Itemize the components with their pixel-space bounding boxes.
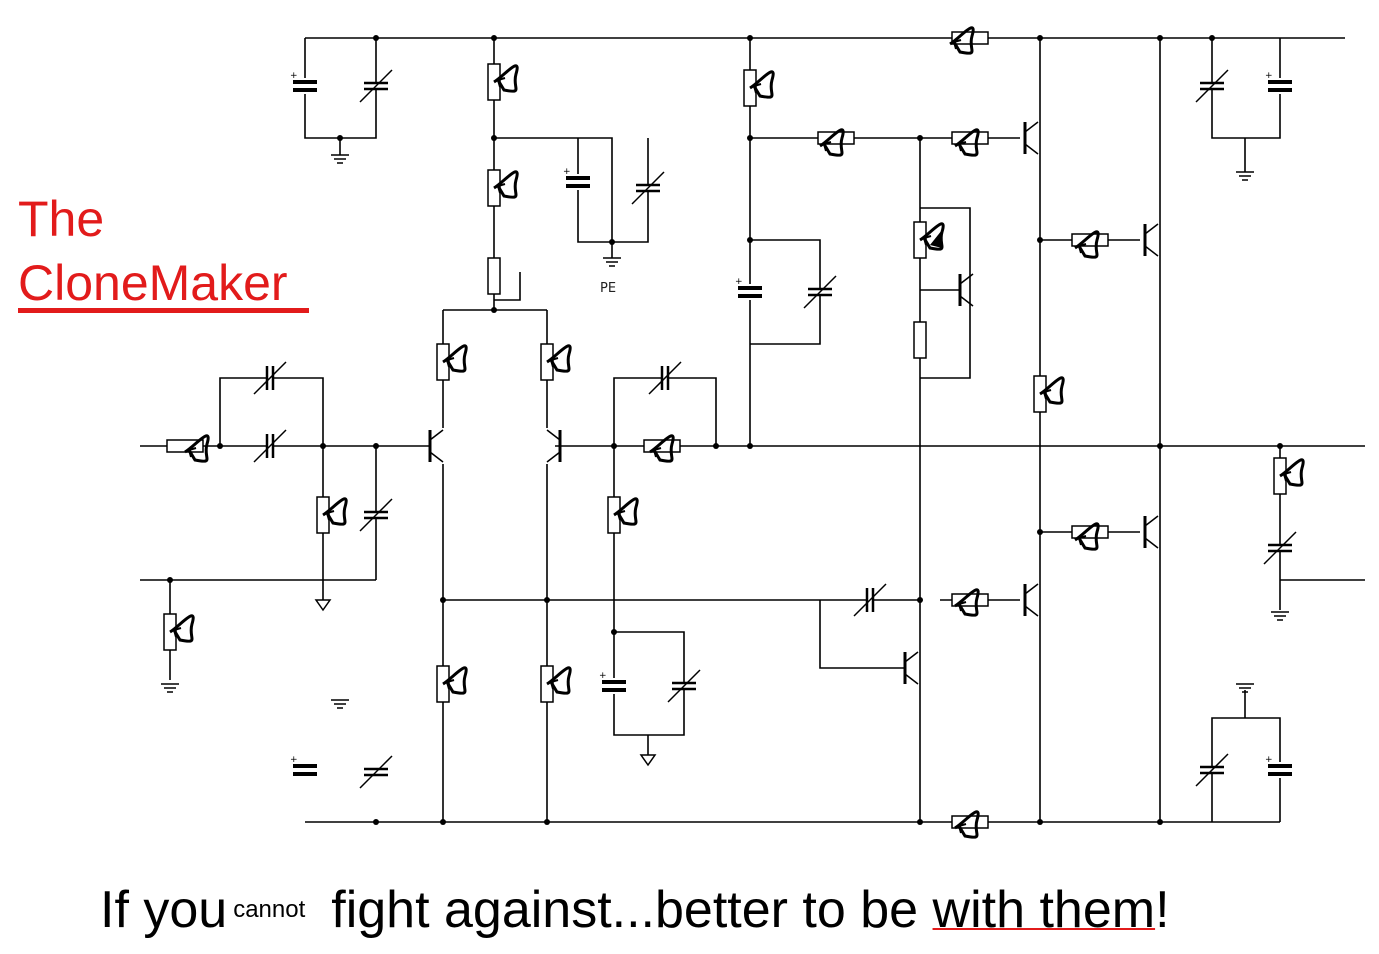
junctions — [167, 35, 1283, 825]
capacitors — [253, 69, 1297, 789]
title-underline — [18, 308, 309, 313]
caption-small-word: cannot — [233, 896, 306, 923]
wiring — [140, 37, 1365, 823]
resistors — [163, 26, 1305, 839]
title-line-1: The — [18, 191, 105, 247]
caption-part-1: If you — [100, 881, 228, 939]
caption-underlined: with them — [932, 881, 1156, 939]
diode-icon — [930, 230, 942, 248]
caption-part-2: fight against...better to be — [331, 881, 933, 939]
caption-end: ! — [1155, 881, 1170, 939]
pe-label: PE — [600, 281, 616, 296]
grounds — [160, 154, 1290, 766]
title-line-2: CloneMaker — [18, 255, 288, 311]
transistors — [428, 120, 1160, 686]
